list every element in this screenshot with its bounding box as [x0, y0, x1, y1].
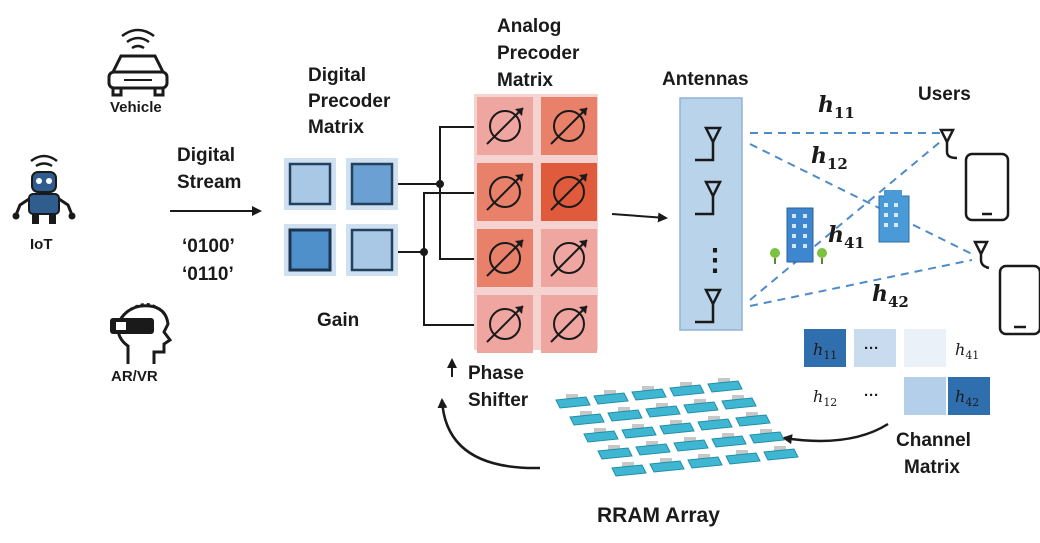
rram-cell [649, 460, 685, 473]
digital-stream-title-line2: Stream [177, 172, 241, 193]
rram-cell [621, 426, 657, 439]
channel-cell [854, 377, 896, 415]
antennas-title: Antennas [662, 69, 749, 90]
antenna-ellipsis: ⋮ [700, 244, 730, 277]
digital-precoder-title-line3: Matrix [308, 117, 364, 138]
arvr-label: AR/VR [111, 368, 158, 385]
phase-shifter-cell [541, 295, 597, 353]
channel-cell-h42 [948, 377, 990, 415]
rram-cell [749, 431, 785, 444]
rram-cell [673, 439, 709, 452]
rram-cell [707, 380, 743, 393]
digital-precoder-title-line1: Digital [308, 65, 366, 86]
rram-cell [631, 388, 667, 401]
antenna-element [695, 126, 723, 162]
rram-label: RRAM Array [597, 504, 720, 527]
analog-precoder-title-line2: Precoder [497, 43, 580, 64]
vehicle-label: Vehicle [110, 99, 162, 116]
iot-label: IoT [30, 236, 53, 253]
rram-cell [711, 435, 747, 448]
gain-label: Gain [317, 310, 359, 331]
cell-ellipsis-2: ··· [864, 387, 879, 404]
antenna-element [695, 180, 723, 216]
phase-shifter-cell [541, 229, 597, 287]
phase-shifter-cell [477, 229, 533, 287]
phase-shifter-cell [477, 163, 533, 221]
rram-cell [635, 443, 671, 456]
rram-cell [645, 405, 681, 418]
antenna-element [695, 288, 723, 324]
channel-cell-h12 [804, 377, 846, 415]
cell-ellipsis-1: ··· [864, 340, 879, 357]
user-phone-icon [938, 128, 1010, 222]
digital-cell [350, 162, 394, 206]
rram-array [555, 378, 799, 477]
users-title: Users [918, 84, 971, 105]
rram-cell [583, 430, 619, 443]
rram-cell [659, 422, 695, 435]
h41-label: h41 [828, 222, 865, 252]
user-phone-icon [972, 240, 1040, 336]
precoder-wiring [398, 126, 476, 326]
digital-cell [288, 162, 332, 206]
rram-to-phase-shifter-arrow [437, 398, 541, 470]
analog-to-antenna-arrow [611, 212, 668, 223]
rram-cell [607, 409, 643, 422]
rram-cell [569, 413, 605, 426]
building-icon [878, 190, 910, 243]
analog-precoder-title-line3: Matrix [497, 70, 553, 91]
rram-cell [611, 464, 647, 477]
rram-cell [593, 392, 629, 405]
h42-label: h42 [872, 281, 909, 311]
channel-cell [854, 329, 896, 367]
phase-shifter-cell [541, 163, 597, 221]
digital-stream-title-line1: Digital [177, 145, 235, 166]
h11-label: h11 [818, 92, 855, 122]
vr-headset-icon [110, 303, 173, 364]
channel-matrix-label-line2: Matrix [904, 457, 960, 478]
digital-precoder-title-line2: Precoder [308, 91, 391, 112]
channel-matrix [804, 329, 990, 415]
building-icon [770, 207, 827, 264]
analog-precoder-matrix [474, 94, 598, 353]
digital-cell [350, 228, 394, 272]
vehicle-icon [107, 28, 169, 97]
cell-h42-text: h42 [955, 387, 979, 409]
digital-precoder-matrix [284, 158, 398, 276]
phase-shifter-label-line1: Phase [468, 363, 524, 384]
channel-cell [904, 377, 946, 415]
rram-cell [555, 396, 591, 409]
channel-to-rram-arrow [782, 422, 889, 445]
rram-cell [687, 456, 723, 469]
channel-cell-h11 [804, 329, 846, 367]
rram-cell [735, 414, 771, 427]
cell-h11-text: h11 [813, 340, 837, 362]
digital-cell [288, 228, 332, 272]
rram-cell [697, 418, 733, 431]
rram-cell [763, 448, 799, 461]
phase-shifter-label-line2: Shifter [468, 390, 529, 411]
bitstream-2: ‘0110’ [182, 264, 234, 285]
channel-cell-h41 [948, 329, 990, 367]
rram-cell [669, 384, 705, 397]
robot-icon [12, 154, 76, 224]
rram-cell [725, 452, 761, 465]
cell-h41-text: h41 [955, 340, 979, 362]
rram-cell [683, 401, 719, 414]
phase-shifter-cell [477, 295, 533, 353]
rram-cell [597, 447, 633, 460]
channel-cell [904, 329, 946, 367]
phase-shifter-cell [477, 97, 533, 155]
channel-links [749, 132, 973, 307]
bitstream-1: ‘0100’ [182, 236, 235, 257]
channel-matrix-label-line1: Channel [896, 430, 971, 451]
phase-shifter-cell [541, 97, 597, 155]
analog-precoder-title-line1: Analog [497, 16, 561, 37]
h12-label: h12 [811, 143, 848, 173]
cell-h12-text: h12 [813, 387, 837, 409]
link-h42 [749, 259, 973, 307]
rram-cell [721, 397, 757, 410]
